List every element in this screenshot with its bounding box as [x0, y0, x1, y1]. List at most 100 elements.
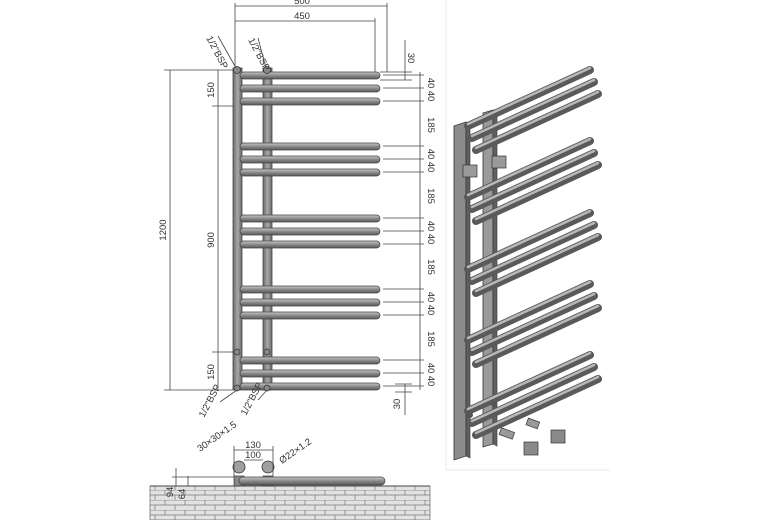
front-bar-g4-3 [239, 311, 381, 320]
iso-bar-highlight [474, 375, 600, 435]
iso-bar-highlight [470, 149, 596, 209]
bar-spacing-5: 40 [425, 221, 436, 232]
bar-spacing-10: 40 [425, 376, 436, 387]
front-bar-g5-1 [239, 356, 381, 365]
side-view: 130 100 30×30×1.5 Ø22×1.2 94 64 [149, 419, 431, 520]
front-bar-g5-3 [239, 382, 381, 391]
front-bar-g3-3 [239, 240, 381, 249]
group-spacing-1: 185 [425, 117, 436, 133]
iso-fitting-2 [525, 417, 541, 430]
bar-spacing-7: 40 [425, 292, 436, 303]
dim-width-total: 500 [294, 0, 310, 7]
iso-bar-highlight [466, 66, 592, 126]
front-bar-g2-1 [239, 142, 381, 151]
front-bar-g1-3 [239, 97, 381, 106]
iso-bar-highlight [470, 363, 596, 423]
iso-bracket-2 [491, 155, 507, 169]
dim-top-gap: 30 [405, 53, 416, 64]
iso-bracket-1 [462, 164, 478, 178]
side-tube: Ø22×1.2 [277, 436, 313, 466]
side-tube-right [261, 460, 275, 474]
bar-spacing-9: 40 [425, 363, 436, 374]
iso-valve-2 [491, 401, 497, 407]
bar-spacing-1: 40 [425, 78, 436, 89]
iso-bar-g5-2 [468, 363, 598, 427]
bar-spacing-3: 40 [425, 149, 436, 160]
side-width-inner: 100 [245, 450, 261, 461]
connector-bottom-left [233, 348, 241, 356]
iso-bar-g1-3 [472, 90, 602, 154]
bar-spacing-6: 40 [425, 234, 436, 245]
dim-top-section: 150 [206, 82, 217, 98]
side-depth-total: 94 [165, 487, 176, 498]
front-bar-g3-1 [239, 214, 381, 223]
connector-top-right [263, 66, 271, 74]
front-bar-g3-2 [239, 227, 381, 236]
connector-bottom-right-2 [263, 384, 271, 392]
group-spacing-2: 185 [425, 188, 436, 204]
iso-bar-g2-1 [464, 137, 594, 201]
connector-top-left [233, 66, 241, 74]
iso-bar-highlight [470, 221, 596, 281]
iso-fitting-4 [550, 429, 566, 444]
front-bar-g2-3 [239, 168, 381, 177]
connector-bottom-left-2 [233, 384, 241, 392]
dim-height-total: 1200 [158, 219, 169, 240]
connector-label-bottom-left: 1/2"BSP [197, 383, 223, 420]
iso-bar-g4-3 [472, 304, 602, 368]
side-depth-inner: 64 [177, 489, 188, 500]
dim-height-inner: 900 [206, 232, 217, 248]
iso-bar-g2-2 [468, 149, 598, 213]
iso-bar-g3-1 [464, 209, 594, 273]
iso-bar-highlight [474, 304, 600, 364]
front-bar-g4-2 [239, 298, 381, 307]
group-spacing-4: 185 [425, 331, 436, 347]
wall-bricks [149, 485, 431, 520]
side-profile: 30×30×1.5 [195, 419, 239, 454]
iso-bar-g1-2 [468, 78, 598, 142]
iso-bar-highlight [466, 209, 592, 269]
iso-valve-1 [467, 412, 473, 418]
iso-fitting-1 [498, 427, 516, 440]
iso-bar-highlight [466, 280, 592, 340]
front-bar-g1-1 [239, 71, 381, 80]
iso-bar-g3-2 [468, 221, 598, 285]
connector-label-top-left: 1/2"BSP [203, 34, 229, 71]
front-bar-g2-2 [239, 155, 381, 164]
front-dimensions: 500 450 30 1200 900 150 150 1/2"BSP 1/2"… [158, 0, 436, 419]
side-width-outer: 130 [245, 440, 261, 451]
group-spacing-3: 185 [425, 259, 436, 275]
iso-bar-g1-1 [464, 66, 594, 130]
iso-bar-g3-3 [472, 233, 602, 297]
connector-bottom-right [263, 348, 271, 356]
front-bar-g4-1 [239, 285, 381, 294]
bar-spacing-8: 40 [425, 305, 436, 316]
side-tube-left [232, 460, 246, 474]
dim-bottom-gap: 30 [392, 399, 403, 410]
iso-bar-highlight [474, 161, 600, 221]
iso-bar-g4-2 [468, 292, 598, 356]
iso-bar-g2-3 [472, 161, 602, 225]
iso-bar-g5-3 [472, 375, 602, 439]
isometric-view [453, 66, 602, 461]
iso-bar-g4-1 [464, 280, 594, 344]
front-view [232, 66, 381, 392]
dim-width-inner: 450 [294, 11, 310, 22]
bar-spacing-4: 40 [425, 162, 436, 173]
iso-bar-highlight [474, 233, 600, 293]
front-bar-g5-2 [239, 369, 381, 378]
bar-spacing-2: 40 [425, 91, 436, 102]
side-bar [238, 476, 386, 486]
iso-bar-highlight [466, 351, 592, 411]
iso-bar-highlight [466, 137, 592, 197]
dim-bottom-section: 150 [206, 364, 217, 380]
iso-bar-g5-1 [464, 351, 594, 415]
connector-label-top-right: 1/2"BSP [245, 36, 271, 73]
front-bars [239, 71, 381, 391]
iso-bar-highlight [474, 90, 600, 150]
iso-bar-highlight [470, 78, 596, 138]
iso-fitting-3 [523, 441, 539, 456]
front-bar-g1-2 [239, 84, 381, 93]
